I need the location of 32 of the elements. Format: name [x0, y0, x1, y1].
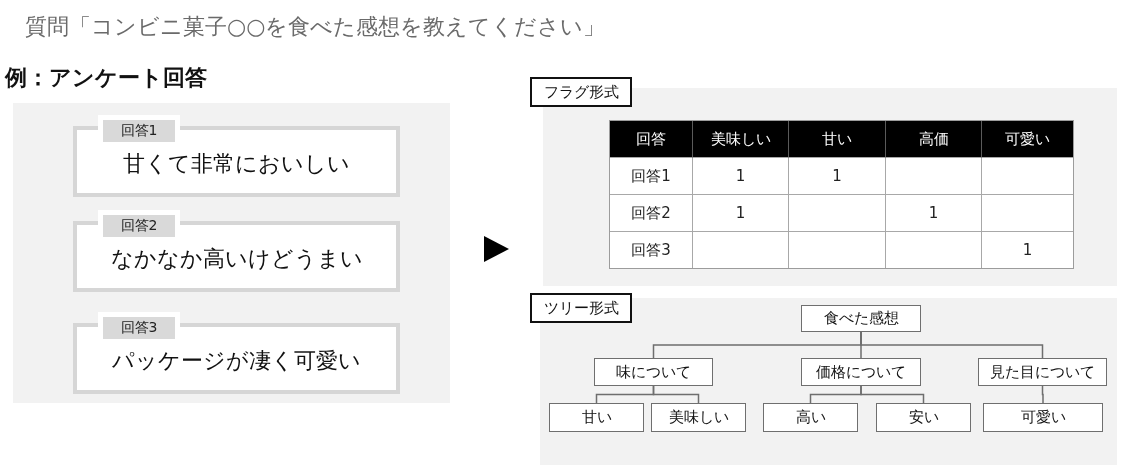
answer-text: なかなか高いけどうまい — [110, 244, 363, 273]
tree-node-box: 価格について — [801, 358, 921, 386]
connector-line — [652, 385, 700, 404]
tree-node-box: 甘い — [549, 403, 644, 432]
arrow — [484, 236, 509, 262]
connector-line — [860, 385, 925, 404]
answer-text: パッケージが凄く可愛い — [112, 346, 361, 375]
page-title: 質問「コンビニ菓子○○を食べた感想を教えてください」 — [25, 13, 606, 41]
table-header-cell: 回答 — [610, 121, 693, 158]
tree-node-box: 可愛い — [983, 403, 1103, 432]
panel-heading: 例：アンケート回答 — [5, 64, 207, 92]
table-cell: 回答2 — [610, 195, 693, 232]
tree-node-box: 味について — [594, 358, 713, 386]
table-header-cell: 高価 — [886, 121, 982, 158]
table-cell: 回答1 — [610, 158, 693, 195]
table-cell: 1 — [789, 158, 886, 195]
table-cell: 1 — [693, 195, 789, 232]
tree-node-box: 高い — [763, 403, 858, 432]
table-header-cell: 美味しい — [693, 121, 789, 158]
connector-line — [1041, 385, 1044, 404]
tree-node-box: 美味しい — [651, 403, 746, 432]
tree-node-box: 安い — [876, 403, 971, 432]
connector-line — [860, 331, 1044, 359]
table-header-cell: 甘い — [789, 121, 886, 158]
table-cell: 1 — [693, 158, 789, 195]
tree-node-box: 食べた感想 — [801, 305, 921, 332]
section-tag: ツリー形式 — [530, 293, 632, 323]
table-header-cell: 可愛い — [982, 121, 1073, 158]
table-cell: 1 — [886, 195, 982, 232]
answer-text: 甘くて非常においしい — [123, 149, 350, 178]
tree-node-box: 見た目について — [978, 358, 1107, 386]
section-tag: フラグ形式 — [530, 77, 632, 107]
